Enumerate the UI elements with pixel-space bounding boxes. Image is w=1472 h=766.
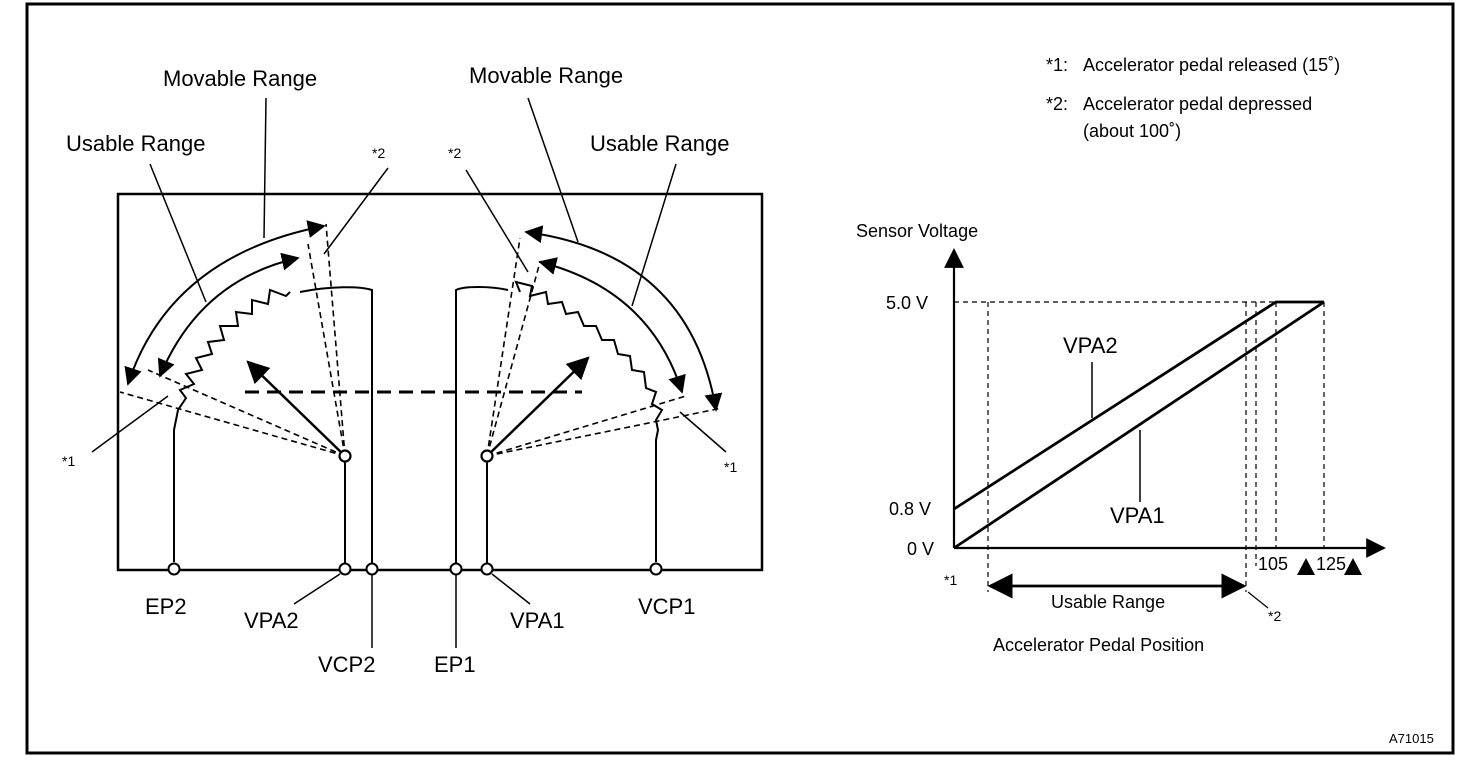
terminal-ep2 [167,562,181,576]
left-movable-range-label: Movable Range [163,66,317,91]
right-movable-leader [527,97,579,243]
x-tick-105-triangle [1297,558,1315,575]
series-vpa1-label: VPA1 [1110,503,1165,528]
x-tick-105: 105 [1258,554,1288,574]
left-vcp2-wire [299,286,373,566]
output-graph: Sensor Voltage 5.0 V 0.8 V [856,221,1386,655]
right-released-leader [679,411,727,453]
note-2-mark: *2: [1046,94,1068,114]
terminal-vcp2 [365,562,379,576]
series-vpa1-line [953,300,1325,550]
left-movable-leader [263,97,267,239]
left-usable-range-arc [157,252,300,378]
series-vpa2-label: VPA2 [1063,333,1118,358]
terminal-label-ep1: EP1 [434,652,476,677]
notes-legend: *1: Accelerator pedal released (15˚) *2:… [1046,55,1340,141]
terminal-vpa1 [480,562,494,576]
left-released-line-b [147,369,346,457]
right-sensor [449,97,727,648]
figure-id: A71015 [1389,731,1434,746]
terminal-label-vcp2: VCP2 [318,652,375,677]
note-1-text: Accelerator pedal released (15˚) [1083,55,1340,75]
right-depressed-line-a [486,237,521,457]
x-tick-125: 125 [1316,554,1346,574]
right-usable-range-arc [538,257,686,394]
graph-usable-range-label: Usable Range [1051,592,1165,612]
graph-depressed-mark: *2 [1268,608,1281,624]
left-depressed-line-b [325,223,346,457]
right-released-line-a [486,407,723,457]
y-tick-5v: 5.0 V [886,293,928,313]
graph-guide-lines [954,301,1325,592]
left-released-line-a [119,391,346,457]
vpa1-leader [491,573,531,605]
right-ep1-wire [455,286,509,566]
left-movable-range-arc [124,220,326,386]
y-tick-0-8v: 0.8 V [889,499,931,519]
right-pivot [480,449,494,463]
left-usable-range-label: Usable Range [66,131,205,156]
note-2-text-cont: (about 100˚) [1083,121,1181,141]
note-2-text: Accelerator pedal depressed [1083,94,1312,114]
graph-ylabel: Sensor Voltage [856,221,978,241]
sensor-housing [116,192,764,572]
left-released-mark: *1 [62,453,75,469]
figure-border [25,2,1455,755]
x-tick-125-triangle [1344,558,1362,575]
left-sensor [91,97,389,648]
left-depressed-mark: *2 [372,145,385,161]
right-usable-leader [631,163,677,307]
right-depressed-mark: *2 [448,145,461,161]
graph-depressed-leader [1247,591,1269,609]
right-released-mark: *1 [724,459,737,475]
graph-xlabel: Accelerator Pedal Position [993,635,1204,655]
vpa2-leader [293,573,341,605]
series-vpa2-line [953,300,1324,511]
schematic-labels: Movable Range Usable Range *2 *1 Movable… [62,63,737,677]
note-1-mark: *1: [1046,55,1068,75]
terminal-ep1 [449,562,463,576]
sensor-schematic [91,97,764,648]
left-resistor-track [173,288,291,562]
left-depressed-leader [323,167,389,255]
terminal-label-vcp1: VCP1 [638,594,695,619]
left-depressed-line-a [307,243,346,457]
left-pivot [338,449,352,463]
terminal-label-vpa2: VPA2 [244,608,299,633]
graph-released-mark: *1 [944,572,957,588]
terminal-vcp1 [649,562,663,576]
left-released-leader [91,395,169,453]
y-tick-0v: 0 V [907,539,934,559]
terminal-label-ep2: EP2 [145,594,187,619]
left-reference-lines [119,223,346,457]
right-usable-range-label: Usable Range [590,131,729,156]
right-resistor-track [514,280,664,562]
right-movable-range-arc [524,225,723,412]
left-usable-leader [149,163,207,303]
terminal-vpa2 [338,562,352,576]
right-movable-range-label: Movable Range [469,63,623,88]
right-depressed-line-b [486,261,541,457]
right-depressed-leader [465,169,529,273]
terminal-label-vpa1: VPA1 [510,608,565,633]
